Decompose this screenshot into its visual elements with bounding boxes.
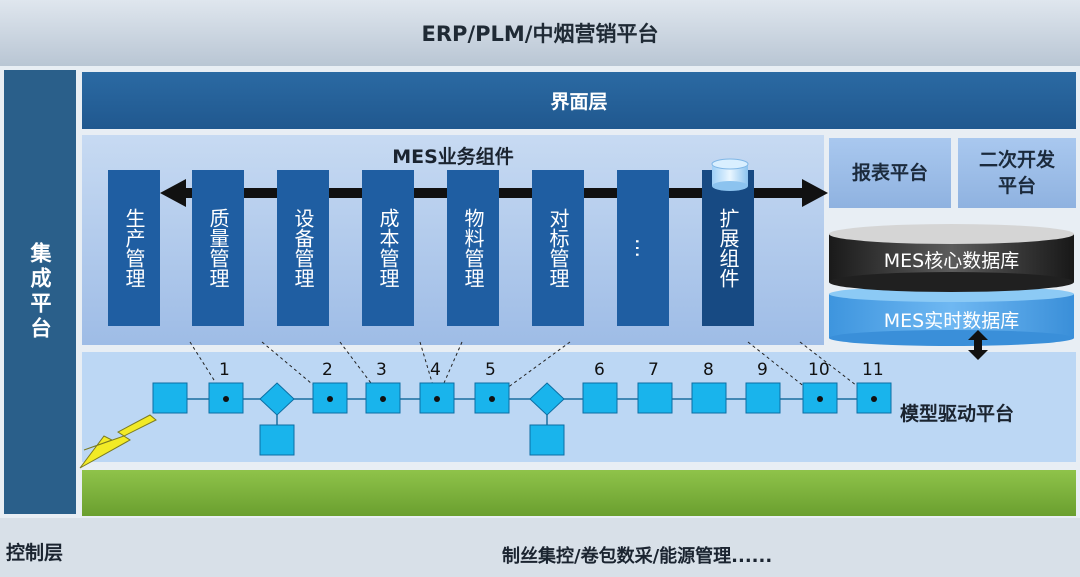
module-equipment: 设备管理	[277, 170, 329, 326]
core-db-label: MES核心数据库	[883, 250, 1020, 272]
secondary-dev-platform-box: 二次开发 平台	[958, 138, 1076, 208]
mes-components-title: MES业务组件	[392, 146, 514, 168]
node-8	[691, 382, 727, 414]
node-7	[637, 382, 673, 414]
module-label: 生产管理	[122, 208, 146, 288]
module-label: 成本管理	[376, 208, 400, 288]
module-material: 物料管理	[447, 170, 499, 326]
erp-plm-platform-bar: ERP/PLM/中烟营销平台	[0, 0, 1080, 66]
lightning-icon	[79, 414, 157, 469]
device-network-band	[82, 470, 1076, 516]
module-benchmark: 对标管理	[532, 170, 584, 326]
node-number-3: 3	[376, 360, 387, 380]
extension-db-icon	[711, 158, 749, 191]
control-layer-bar	[0, 518, 1080, 577]
secondary-dev-label-1: 二次开发	[978, 149, 1055, 171]
core-db-cylinder	[829, 224, 1074, 292]
node-number-2: 2	[322, 360, 333, 380]
module-ellipsis: …	[617, 170, 669, 326]
module-label: 质量管理	[206, 208, 230, 288]
report-platform-box: 报表平台	[829, 138, 951, 208]
node-number-9: 9	[757, 360, 768, 380]
module-label: 物料管理	[461, 208, 485, 288]
integration-platform-bar: 集成平台	[4, 70, 76, 514]
node-number-11: 11	[862, 360, 884, 380]
module-label: …	[631, 238, 655, 258]
erp-plm-title: ERP/PLM/中烟营销平台	[421, 22, 659, 46]
node-9	[745, 382, 781, 414]
branch-node-b	[529, 424, 565, 456]
arrow-head-left	[160, 179, 186, 207]
node-number-7: 7	[648, 360, 659, 380]
module-label: 设备管理	[291, 208, 315, 288]
decision-node-a	[259, 382, 295, 416]
module-label: 扩展组件	[716, 208, 740, 288]
module-cost: 成本管理	[362, 170, 414, 326]
secondary-dev-label-2: 平台	[997, 175, 1036, 197]
module-production: 生产管理	[108, 170, 160, 326]
node-4	[419, 382, 455, 414]
node-number-5: 5	[485, 360, 496, 380]
ui-layer-label: 界面层	[550, 91, 608, 113]
module-label: 对标管理	[546, 208, 570, 288]
decision-node-b	[529, 382, 565, 416]
arrow-head-right	[802, 179, 828, 207]
node-number-1: 1	[219, 360, 230, 380]
db-model-link-arrow	[968, 330, 988, 360]
model-driven-platform-label: 模型驱动平台	[900, 403, 1015, 425]
node-number-8: 8	[703, 360, 714, 380]
module-extension: 扩展组件	[702, 170, 754, 326]
ui-layer-bar: 界面层	[82, 72, 1076, 129]
entry-node	[152, 382, 188, 414]
module-quality: 质量管理	[192, 170, 244, 326]
realtime-db-label: MES实时数据库	[883, 310, 1020, 332]
control-layer-label: 控制层	[6, 542, 64, 564]
node-number-6: 6	[594, 360, 605, 380]
control-layer-description: 制丝集控/卷包数采/能源管理......	[502, 546, 773, 567]
report-platform-label: 报表平台	[851, 162, 928, 184]
model-driven-platform-band	[82, 352, 1076, 462]
node-6	[582, 382, 618, 414]
integration-platform-label: 集成平台	[28, 242, 52, 342]
node-number-10: 10	[808, 360, 830, 380]
branch-node-a	[259, 424, 295, 456]
node-number-4: 4	[430, 360, 441, 380]
